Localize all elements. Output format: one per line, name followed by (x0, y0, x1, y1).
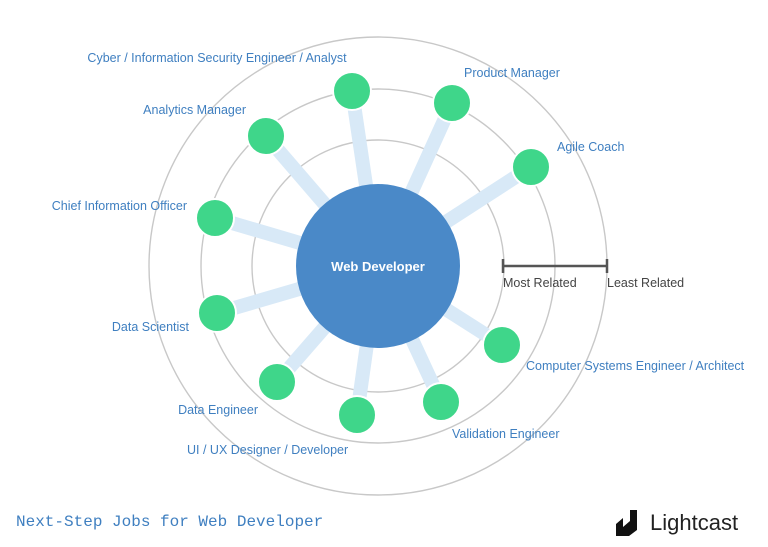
center-node (296, 184, 460, 348)
least-related-label: Least Related (607, 276, 684, 290)
job-node[interactable] (195, 198, 235, 238)
job-label: Data Scientist (112, 320, 190, 334)
job-node[interactable] (332, 71, 372, 111)
job-node[interactable] (246, 116, 286, 156)
job-label: Validation Engineer (452, 427, 559, 441)
job-node[interactable] (257, 362, 297, 402)
most-related-label: Most Related (503, 276, 577, 290)
job-label: Chief Information Officer (52, 199, 187, 213)
footer-title: Next-Step Jobs for Web Developer (16, 513, 324, 531)
job-node[interactable] (511, 147, 551, 187)
job-label: Analytics Manager (143, 103, 246, 117)
job-node[interactable] (432, 83, 472, 123)
job-label: Product Manager (464, 66, 560, 80)
job-label: Computer Systems Engineer / Architect (526, 359, 745, 373)
job-nodes (195, 71, 551, 435)
job-label: UI / UX Designer / Developer (187, 443, 348, 457)
job-node[interactable] (421, 382, 461, 422)
job-label: Agile Coach (557, 140, 624, 154)
center-label: Web Developer (331, 259, 425, 274)
brand-logo: Lightcast (614, 508, 738, 538)
lightcast-mark-icon (616, 510, 637, 536)
brand-name: Lightcast (650, 510, 739, 535)
job-node[interactable] (337, 395, 377, 435)
job-node[interactable] (482, 325, 522, 365)
job-label: Cyber / Information Security Engineer / … (87, 51, 347, 65)
relatedness-scale (501, 259, 609, 273)
job-node[interactable] (197, 293, 237, 333)
job-label: Data Engineer (178, 403, 258, 417)
